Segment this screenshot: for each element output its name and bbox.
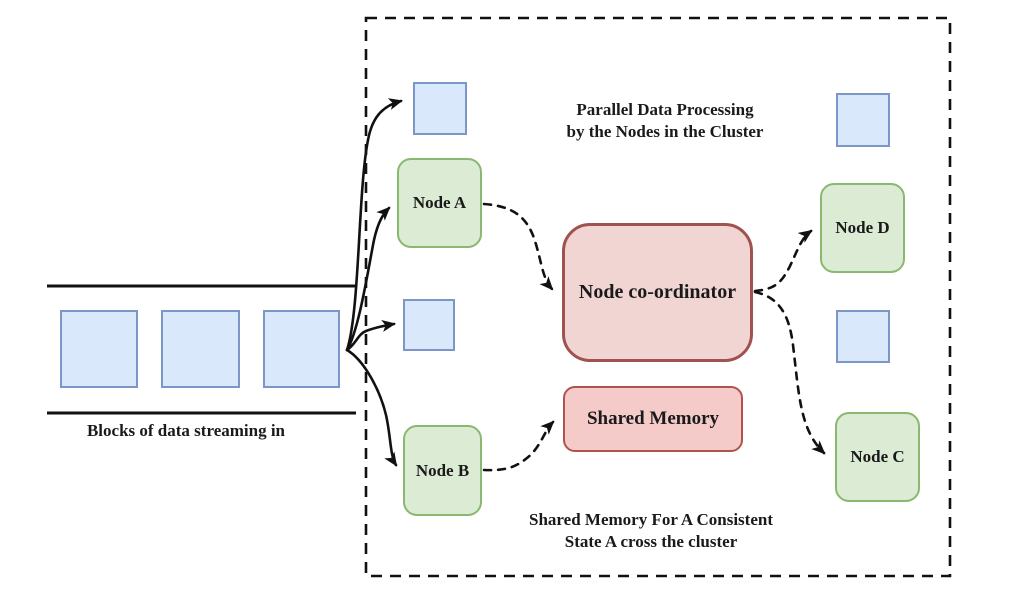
arrow-stream-to-block-middle xyxy=(345,320,396,352)
cluster-bottom-caption: Shared Memory For A Consistent State A c… xyxy=(518,509,784,553)
node-c-label: Node C xyxy=(850,447,905,466)
node-b-box: Node B xyxy=(403,425,482,516)
cluster-top-caption-line2: by the Nodes in the Cluster xyxy=(566,122,764,141)
cluster-bottom-caption-line2: State A cross the cluster xyxy=(564,532,738,551)
node-c-box: Node C xyxy=(835,412,920,502)
node-coordinator-box: Node co-ordinator xyxy=(562,223,753,362)
cluster-dashed-border xyxy=(364,16,952,578)
node-d-box: Node D xyxy=(820,183,905,273)
stream-block-1 xyxy=(60,310,138,388)
node-b-label: Node B xyxy=(415,460,470,480)
node-d-label: Node D xyxy=(835,218,890,237)
shared-memory-label: Shared Memory xyxy=(586,408,720,429)
cluster-bottom-caption-line1: Shared Memory For A Consistent xyxy=(529,510,773,529)
arrow-stream-to-block-top xyxy=(345,98,403,352)
cluster-block-right-middle xyxy=(836,310,890,363)
arrow-node-a-to-coordinator xyxy=(482,202,554,291)
shared-memory-box: Shared Memory xyxy=(563,386,743,452)
stream-caption-text: Blocks of data streaming in xyxy=(86,421,286,440)
node-a-label: Node A xyxy=(412,193,467,212)
arrow-stream-to-node-b xyxy=(345,348,398,467)
arrow-stream-to-node-a xyxy=(345,206,391,352)
node-coordinator-label: Node co-ordinator xyxy=(578,281,737,303)
stream-block-3 xyxy=(263,310,340,388)
arrow-node-b-to-shared-memory xyxy=(482,420,555,472)
node-a-box: Node A xyxy=(397,158,482,248)
stream-block-2 xyxy=(161,310,240,388)
cluster-block-left-top xyxy=(413,82,467,135)
cluster-block-right-top xyxy=(836,93,890,147)
cluster-top-caption: Parallel Data Processing by the Nodes in… xyxy=(540,99,790,143)
cluster-top-caption-line1: Parallel Data Processing xyxy=(576,100,754,119)
cluster-block-left-middle xyxy=(403,299,455,351)
arrow-coordinator-to-node-c xyxy=(753,290,826,455)
stream-caption: Blocks of data streaming in xyxy=(40,420,332,442)
arrow-coordinator-to-node-d xyxy=(753,229,813,293)
